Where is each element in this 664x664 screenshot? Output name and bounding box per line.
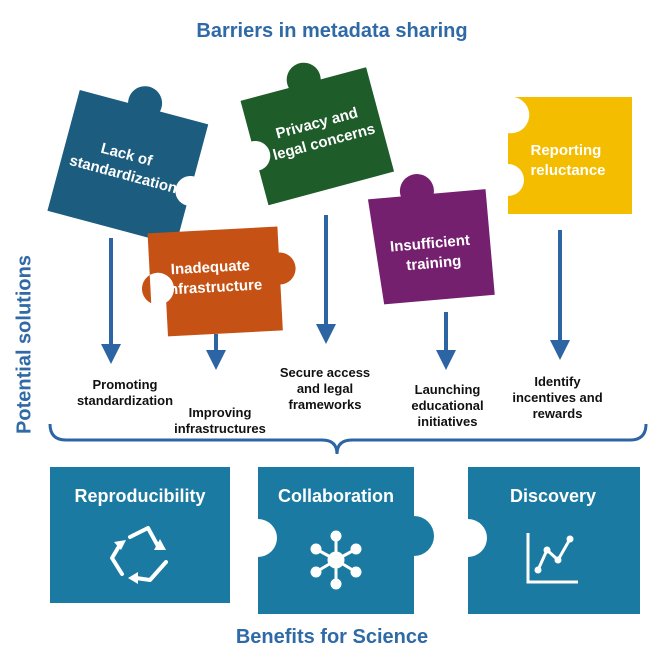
arrow-reporting [550, 230, 570, 360]
solution-4-line2: educational [411, 398, 484, 413]
solution-improving-infrastructures: Improving infrastructures [155, 405, 285, 437]
barrier-reporting-reluctance: Reporting reluctance [508, 97, 632, 214]
arrow-privacy [316, 215, 336, 344]
barrier-privacy-legal: Privacy and legal concerns [240, 62, 395, 206]
diagram-title: Barriers in metadata sharing [196, 20, 468, 42]
svg-text:Inadequate infrastructur: Inadequate infrastructure [163, 256, 262, 298]
solution-3-line2: and legal [296, 381, 354, 396]
barrier-reporting-line1: Reporting [531, 142, 602, 159]
solution-5-line3: rewards [532, 406, 583, 421]
arrow-infrastructure [206, 334, 226, 370]
solution-3-line3: frameworks [288, 397, 362, 412]
benefit-discovery-label: Discovery [510, 486, 596, 506]
solution-2-line2: infrastructures [174, 421, 266, 436]
benefit-collaboration-label: Collaboration [278, 486, 394, 506]
barrier-infrastructure-line2: infrastructure [164, 276, 262, 298]
benefit-collaboration: Collaboration [258, 467, 434, 614]
solution-promoting-standardization: Promoting standardization [60, 377, 190, 409]
network-icon [310, 530, 362, 590]
recycle-icon [110, 526, 168, 584]
barrier-training-line1: Insufficient [389, 232, 470, 256]
barrier-inadequate-infrastructure: Inadequate infrastructure [142, 226, 296, 337]
svg-text:Reporting reluctance: Reporting reluctance [530, 142, 605, 179]
solution-1-line2: standardization [76, 393, 174, 408]
solution-identify-incentives: Identify incentives and rewards [500, 374, 615, 422]
solution-secure-access: Secure access and legal frameworks [265, 365, 385, 413]
solution-3-line1: Secure access [279, 365, 371, 380]
barrier-insufficient-training: Insufficient training [367, 174, 495, 305]
solution-2-line1: Improving [188, 405, 252, 420]
solution-1-line1: Promoting [92, 377, 158, 392]
arrow-training [436, 312, 456, 370]
benefit-reproducibility: Reproducibility [50, 467, 230, 603]
barrier-reporting-line2: reluctance [530, 162, 605, 179]
solution-4-line3: initiatives [417, 414, 478, 429]
solution-5-line1: Identify [534, 374, 581, 389]
benefit-reproducibility-label: Reproducibility [74, 486, 205, 506]
solution-launching-educational: Launching educational initiatives [390, 382, 505, 430]
solution-4-line1: Launching [414, 382, 481, 397]
benefits-title: Benefits for Science [235, 626, 429, 648]
arrow-lack [101, 238, 121, 364]
line-chart-icon [526, 533, 578, 584]
barrier-lack-of-standardization: Lack of standardization [47, 86, 209, 246]
arrows [101, 215, 570, 370]
benefit-discovery: Discovery [468, 467, 640, 614]
svg-text:Insufficient training: Insufficient training [389, 231, 476, 275]
solution-5-line2: incentives and [512, 390, 603, 405]
barrier-training-line2: training [406, 253, 462, 275]
curly-brace [48, 423, 648, 455]
barrier-infrastructure-line1: Inadequate [170, 257, 250, 278]
